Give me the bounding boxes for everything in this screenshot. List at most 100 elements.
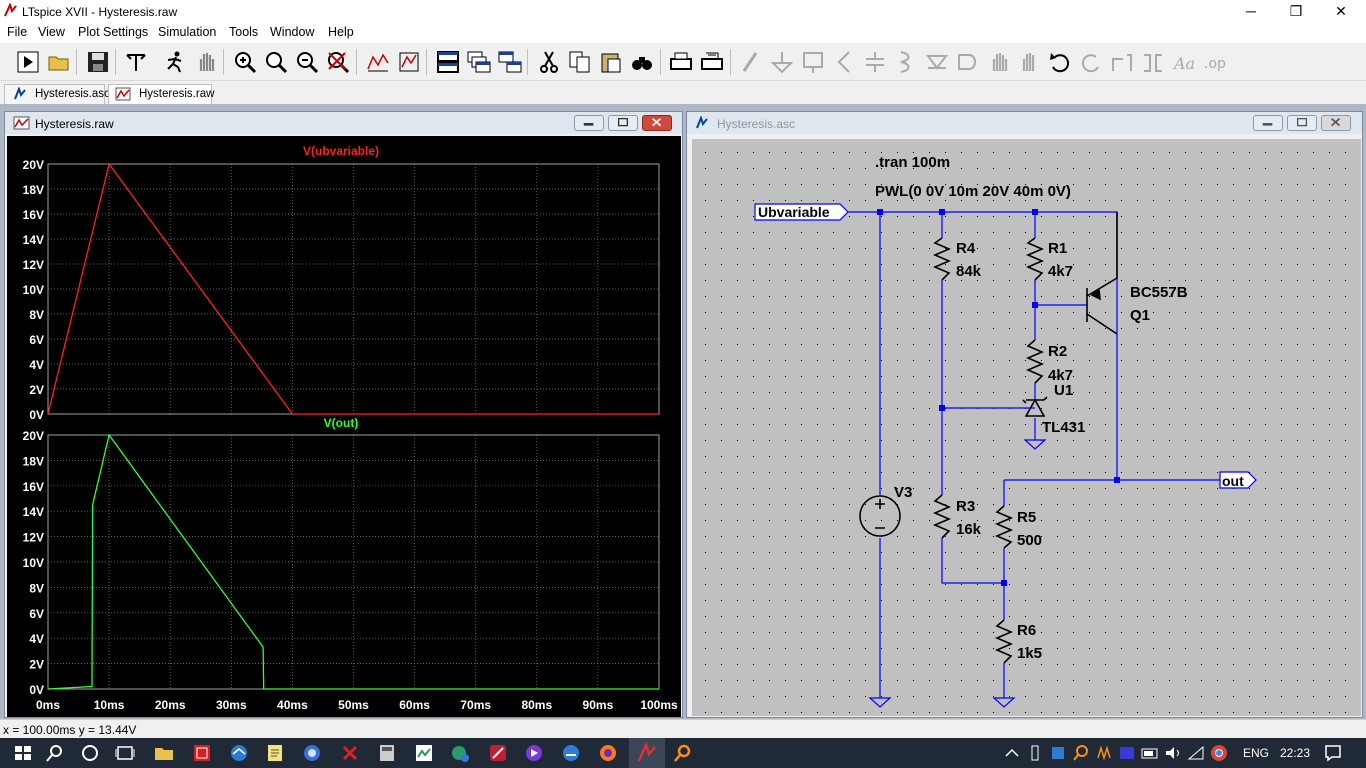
v3-name[interactable]: V3 bbox=[894, 484, 912, 501]
r4-name[interactable]: R4 bbox=[956, 240, 976, 257]
r2-resistor[interactable] bbox=[1025, 339, 1045, 384]
menu-help[interactable]: Help bbox=[328, 25, 354, 39]
cortana-icon[interactable] bbox=[79, 742, 101, 764]
undo-icon[interactable] bbox=[1047, 49, 1073, 75]
r3-resistor[interactable] bbox=[932, 494, 952, 539]
find-icon[interactable] bbox=[629, 49, 655, 75]
r3-name[interactable]: R3 bbox=[956, 498, 975, 515]
q1-model[interactable]: BC557B bbox=[1130, 284, 1188, 301]
tile-horizontal-icon[interactable] bbox=[435, 49, 461, 75]
print-icon[interactable] bbox=[668, 49, 694, 75]
ltspice-taskbar-active[interactable] bbox=[629, 738, 665, 768]
app-circle-icon[interactable] bbox=[301, 742, 323, 764]
v3-pwl-value[interactable]: PWL(0 0V 10m 20V 40m 0V) bbox=[875, 183, 1071, 200]
component-icon[interactable] bbox=[955, 49, 981, 75]
text-icon[interactable]: Aa bbox=[1171, 49, 1197, 75]
app-blue-globe-icon[interactable] bbox=[228, 742, 250, 764]
ground-symbol[interactable] bbox=[868, 697, 892, 708]
menu-view[interactable]: View bbox=[38, 25, 65, 39]
ground-symbol[interactable] bbox=[1023, 439, 1047, 450]
tray-network-icon[interactable] bbox=[1185, 742, 1207, 764]
u1-model[interactable]: TL431 bbox=[1042, 419, 1085, 436]
resistor-icon[interactable] bbox=[831, 49, 857, 75]
r5-resistor[interactable] bbox=[994, 505, 1014, 549]
r3-value[interactable]: 16k bbox=[956, 521, 982, 538]
app-globe-plus-icon[interactable] bbox=[449, 742, 471, 764]
maximize-button[interactable]: ❐ bbox=[1289, 3, 1303, 19]
schematic-window-titlebar[interactable]: Hysteresis.asc bbox=[687, 112, 1362, 134]
cascade-icon[interactable] bbox=[466, 49, 492, 75]
r1-resistor[interactable] bbox=[1025, 237, 1045, 281]
tray-usb-icon[interactable] bbox=[1024, 742, 1046, 764]
zoom-out-icon[interactable] bbox=[294, 49, 320, 75]
print-setup-icon[interactable] bbox=[699, 49, 725, 75]
search-icon[interactable] bbox=[44, 742, 66, 764]
trace-v-out-[interactable] bbox=[47, 433, 659, 690]
task-view-icon[interactable] bbox=[114, 742, 136, 764]
menu-file[interactable]: File bbox=[7, 25, 28, 39]
file-explorer-icon[interactable] bbox=[153, 742, 175, 764]
paste-icon[interactable] bbox=[598, 49, 624, 75]
tile-vertical-icon[interactable] bbox=[497, 49, 523, 75]
waveform-close-button[interactable] bbox=[642, 115, 672, 131]
u1-name[interactable]: U1 bbox=[1054, 382, 1073, 399]
copy-icon[interactable] bbox=[567, 49, 593, 75]
drag-icon[interactable] bbox=[1016, 49, 1042, 75]
capacitor-icon[interactable] bbox=[862, 49, 888, 75]
move-icon[interactable] bbox=[986, 49, 1012, 75]
zoom-area-icon[interactable] bbox=[263, 49, 289, 75]
rotate-icon[interactable] bbox=[1109, 49, 1135, 75]
calculator-icon[interactable] bbox=[376, 742, 398, 764]
mirror-icon[interactable] bbox=[1140, 49, 1166, 75]
run-icon[interactable] bbox=[15, 49, 41, 75]
app-red-icon[interactable] bbox=[191, 742, 213, 764]
schematic-restore-button[interactable] bbox=[1287, 115, 1317, 131]
u1-tl431-shunt-regulator[interactable] bbox=[1022, 396, 1048, 417]
minimize-button[interactable]: ─ bbox=[1246, 3, 1256, 19]
r1-name[interactable]: R1 bbox=[1048, 240, 1067, 257]
waveform-window-titlebar[interactable]: Hysteresis.raw bbox=[5, 112, 682, 134]
tray-wifi-app-icon[interactable] bbox=[1093, 742, 1115, 764]
app-blue-cloud-icon[interactable] bbox=[560, 742, 582, 764]
cut-icon[interactable] bbox=[536, 49, 562, 75]
app-orange-search-icon[interactable] bbox=[672, 742, 694, 764]
trace-v-ubvariable-[interactable] bbox=[47, 162, 659, 415]
v3-voltage-source[interactable] bbox=[859, 495, 901, 537]
r4-resistor[interactable] bbox=[932, 237, 952, 281]
halt-icon[interactable] bbox=[162, 49, 188, 75]
autorange-icon[interactable] bbox=[365, 49, 391, 75]
r5-value[interactable]: 500 bbox=[1017, 532, 1042, 549]
r4-value[interactable]: 84k bbox=[956, 263, 982, 280]
menu-tools[interactable]: Tools bbox=[229, 25, 259, 39]
tran-directive[interactable]: .tran 100m bbox=[875, 154, 950, 171]
tab-hysteresis-asc[interactable]: Hysteresis.asc bbox=[4, 84, 110, 104]
notepad-icon[interactable] bbox=[264, 742, 286, 764]
tray-volume-icon[interactable] bbox=[1162, 742, 1184, 764]
action-center-icon[interactable] bbox=[1322, 742, 1344, 764]
inductor-icon[interactable] bbox=[893, 49, 919, 75]
diode-icon[interactable] bbox=[924, 49, 950, 75]
tray-keyboard-icon[interactable] bbox=[1116, 742, 1138, 764]
schematic-close-button[interactable] bbox=[1321, 115, 1351, 131]
q1-name[interactable]: Q1 bbox=[1130, 307, 1150, 324]
pan-hand-icon[interactable] bbox=[193, 49, 219, 75]
app-red-pen-icon[interactable] bbox=[487, 742, 509, 764]
r6-value[interactable]: 1k5 bbox=[1017, 645, 1042, 662]
add-trace-icon[interactable] bbox=[396, 49, 422, 75]
draw-wire-icon[interactable] bbox=[738, 49, 764, 75]
spice-directive-icon[interactable]: .op bbox=[1202, 49, 1228, 75]
waveform-restore-button[interactable] bbox=[608, 115, 638, 131]
tray-chrome-icon[interactable] bbox=[1208, 742, 1230, 764]
ground-symbol[interactable] bbox=[992, 697, 1016, 708]
waveform-minimize-button[interactable] bbox=[574, 115, 604, 131]
ground-icon[interactable] bbox=[769, 49, 795, 75]
menu-window[interactable]: Window bbox=[270, 25, 315, 39]
redo-icon[interactable] bbox=[1078, 49, 1104, 75]
r5-name[interactable]: R5 bbox=[1017, 509, 1036, 526]
menu-plot-settings[interactable]: Plot Settings bbox=[78, 25, 149, 39]
app-x-icon[interactable] bbox=[339, 742, 361, 764]
tray-overflow-chevron-icon[interactable] bbox=[1001, 742, 1023, 764]
q1-pnp-transistor[interactable] bbox=[1086, 212, 1118, 335]
waveform-plot-area[interactable]: V(ubvariable) V(out) 0V2V4V6V8V10V12V14V… bbox=[7, 136, 681, 717]
r2-value[interactable]: 4k7 bbox=[1048, 367, 1073, 384]
